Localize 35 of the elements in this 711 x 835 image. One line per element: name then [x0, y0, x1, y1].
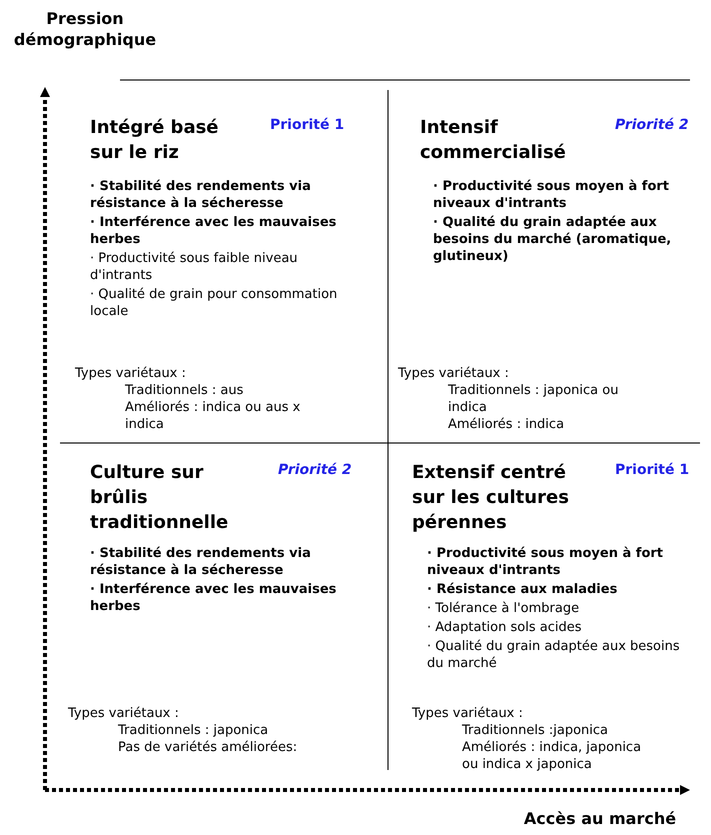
variety-type-line: Traditionnels : aus	[125, 382, 244, 399]
quadrant-heading: Intégré basé sur le riz	[90, 116, 220, 165]
priority-label: Priorité 2	[278, 462, 352, 478]
bullet-point: · Interférence avec les mauvaises herbes	[90, 214, 338, 248]
bullet-point: · Qualité de grain pour consommation locale	[90, 286, 338, 320]
bullet-point: · Interférence avec les mauvaises herbes	[90, 581, 338, 615]
bullet-point: · Qualité du grain adaptée aux besoins du marché	[427, 638, 681, 672]
bullet-point: · Productivité sous moyen à fort niveaux d'intrants	[433, 178, 670, 212]
variety-types-heading: Types variétaux :	[68, 705, 180, 722]
priority-label: Priorité 1	[270, 117, 344, 133]
bullet-point: · Adaptation sols acides	[427, 619, 582, 636]
variety-type-line: Traditionnels : japonica	[118, 722, 270, 739]
variety-types-heading: Types variétaux :	[412, 705, 524, 722]
variety-types-heading: Types variétaux :	[398, 365, 510, 382]
axis-label: Pression démographique	[12, 8, 158, 50]
variety-type-line: Pas de variétés améliorées:	[118, 739, 298, 756]
variety-type-line: Améliorés : indica	[448, 416, 566, 433]
bullet-point: · Tolérance à l'ombrage	[427, 600, 580, 617]
bullet-point: · Stabilité des rendements via résistance à la sécheresse	[90, 545, 312, 579]
quadrant-heading: Culture sur brûlis traditionnelle	[90, 461, 230, 535]
axis-label: Accès au marché	[522, 808, 678, 829]
variety-type-line: Améliorés : indica, japonica ou indica x japonica	[462, 739, 642, 773]
bullet-point: · Stabilité des rendements via résistance à la sécheresse	[90, 178, 312, 212]
quadrant-heading: Extensif centré sur les cultures pérennes	[412, 461, 570, 535]
bullet-point: · Productivité sous moyen à fort niveaux d'intrants	[427, 545, 664, 579]
variety-type-line: Traditionnels :japonica	[462, 722, 609, 739]
variety-type-line: Améliorés : indica ou aus x indica	[125, 399, 302, 433]
variety-type-line: Traditionnels : japonica ou indica	[448, 382, 620, 416]
bullet-point: · Qualité du grain adaptée aux besoins du marché (aromatique, glutineux)	[433, 214, 672, 265]
bullet-point: · Résistance aux maladies	[427, 581, 618, 598]
quadrant-heading: Intensif commercialisé	[420, 116, 567, 165]
priority-label: Priorité 2	[615, 117, 689, 133]
bullet-point: · Productivité sous faible niveau d'intrants	[90, 250, 299, 284]
variety-types-heading: Types variétaux :	[75, 365, 187, 382]
priority-label: Priorité 1	[615, 462, 690, 478]
